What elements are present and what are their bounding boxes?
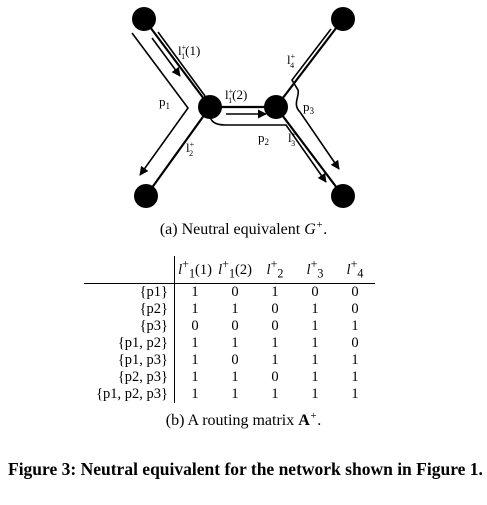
matrix-cell: 1: [271, 351, 279, 368]
label-l1-2: l+1(2): [225, 87, 247, 105]
row-label: {p1}: [84, 283, 175, 301]
path-p3-arrow: [291, 28, 340, 170]
matrix-cell: 1: [191, 300, 199, 317]
matrix-cell: 0: [311, 283, 319, 300]
label-p1: p1: [159, 94, 170, 111]
row-label: {p1, p2}: [84, 334, 175, 352]
matrix-cell: 1: [231, 300, 239, 317]
matrix-col-header: l+2: [255, 256, 295, 284]
matrix-cell: 0: [271, 317, 279, 334]
label-l3: l+3: [288, 130, 297, 148]
row-label: {p3}: [84, 317, 175, 335]
matrix-col-header: l+3: [295, 256, 335, 284]
link-l3: [275, 106, 344, 197]
caption-b-sup: +: [309, 410, 318, 422]
matrix-cell: 0: [231, 351, 239, 368]
table-row: {p1} 1 0 1 0 0: [84, 283, 375, 301]
matrix-cell: 1: [311, 385, 319, 402]
node-top-left: [132, 7, 156, 31]
routing-matrix-table: l+1(1) l+1(2) l+2 l+3 l+4 {p1} 1 0 1 0 0…: [84, 256, 375, 403]
caption-b: (b) A routing matrix A+.: [0, 410, 487, 430]
matrix-cell: 0: [231, 317, 239, 334]
table-row: {p1, p2} 1 1 1 1 0: [84, 334, 375, 352]
node-mid-right: [264, 95, 288, 119]
matrix-cell: 1: [271, 385, 279, 402]
matrix-cell: 1: [231, 385, 239, 402]
caption-a-suffix: .: [323, 221, 328, 238]
l1-1-arrow: [151, 37, 181, 77]
matrix-cell: 1: [191, 283, 199, 300]
node-top-right: [331, 7, 355, 31]
matrix-cell: 1: [351, 351, 359, 368]
link-l4: [275, 18, 344, 108]
matrix-cell: 1: [311, 300, 319, 317]
caption-a-text: (a) Neutral equivalent: [159, 221, 305, 238]
matrix-cell: 0: [271, 300, 279, 317]
label-p3: p3: [303, 99, 315, 116]
table-row: {p3} 0 0 0 1 1: [84, 317, 375, 335]
nodes: [132, 7, 355, 208]
matrix-cell: 1: [351, 317, 359, 334]
caption-a: (a) Neutral equivalent G+.: [0, 219, 487, 239]
matrix-cell: 0: [231, 283, 239, 300]
table-row: {p1, p3} 1 0 1 1 1: [84, 351, 375, 369]
caption-b-suffix: .: [317, 412, 322, 429]
matrix-col-header: l+4: [335, 256, 375, 284]
caption-b-symbol: A: [298, 412, 310, 429]
node-bottom-left: [134, 184, 158, 208]
label-p2: p2: [258, 130, 269, 147]
label-l4: l+4: [287, 52, 296, 70]
row-label: {p1, p2, p3}: [84, 385, 175, 403]
paths: [131, 28, 340, 183]
table-row: {p2, p3} 1 1 0 1 1: [84, 368, 375, 386]
matrix-header-row: l+1(1) l+1(2) l+2 l+3 l+4: [84, 256, 375, 284]
table-row: {p1, p2, p3} 1 1 1 1 1: [84, 385, 375, 403]
matrix-cell: 1: [191, 334, 199, 351]
row-label: {p2, p3}: [84, 368, 175, 386]
label-l1-1: l+1(1): [178, 43, 200, 61]
matrix-cell: 0: [351, 283, 359, 300]
matrix-cell: 0: [271, 368, 279, 385]
matrix-col-header: l+1(1): [174, 256, 215, 284]
matrix-cell: 1: [311, 368, 319, 385]
caption-a-symbol: G: [304, 221, 316, 238]
caption-b-text: (b) A routing matrix: [165, 412, 299, 429]
table-row: {p2} 1 1 0 1 0: [84, 300, 375, 318]
matrix-cell: 1: [351, 385, 359, 402]
matrix-cell: 1: [231, 334, 239, 351]
path-p1-arrow: [131, 32, 189, 176]
caption-a-sup: +: [315, 219, 324, 231]
network-diagram: l+1(1) l+1(2) l+2 l+3 l+4 p1 p2 p3: [131, 7, 355, 208]
label-l2: l+2: [186, 140, 195, 158]
matrix-cell: 0: [351, 300, 359, 317]
matrix-col-header: l+1(2): [215, 256, 255, 284]
matrix-cell: 1: [351, 368, 359, 385]
row-label: {p1, p3}: [84, 351, 175, 369]
link-l2: [145, 106, 211, 197]
matrix-cell: 1: [191, 351, 199, 368]
matrix-cell: 1: [311, 334, 319, 351]
node-bottom-right: [331, 184, 355, 208]
link-l1-1: [143, 18, 211, 108]
matrix-cell: 1: [311, 317, 319, 334]
row-label: {p2}: [84, 300, 175, 318]
matrix-cell: 1: [191, 368, 199, 385]
matrix-cell: 1: [311, 351, 319, 368]
matrix-cell: 1: [271, 283, 279, 300]
node-mid-left: [198, 95, 222, 119]
matrix-cell: 0: [191, 317, 199, 334]
matrix-cell: 1: [271, 334, 279, 351]
matrix-cell: 1: [191, 385, 199, 402]
matrix-cell: 0: [351, 334, 359, 351]
matrix-cell: 1: [231, 368, 239, 385]
path-p2-upper: [157, 31, 206, 97]
figure-caption: Figure 3: Neutral equivalent for the net…: [8, 459, 483, 479]
matrix-corner: [84, 256, 175, 284]
